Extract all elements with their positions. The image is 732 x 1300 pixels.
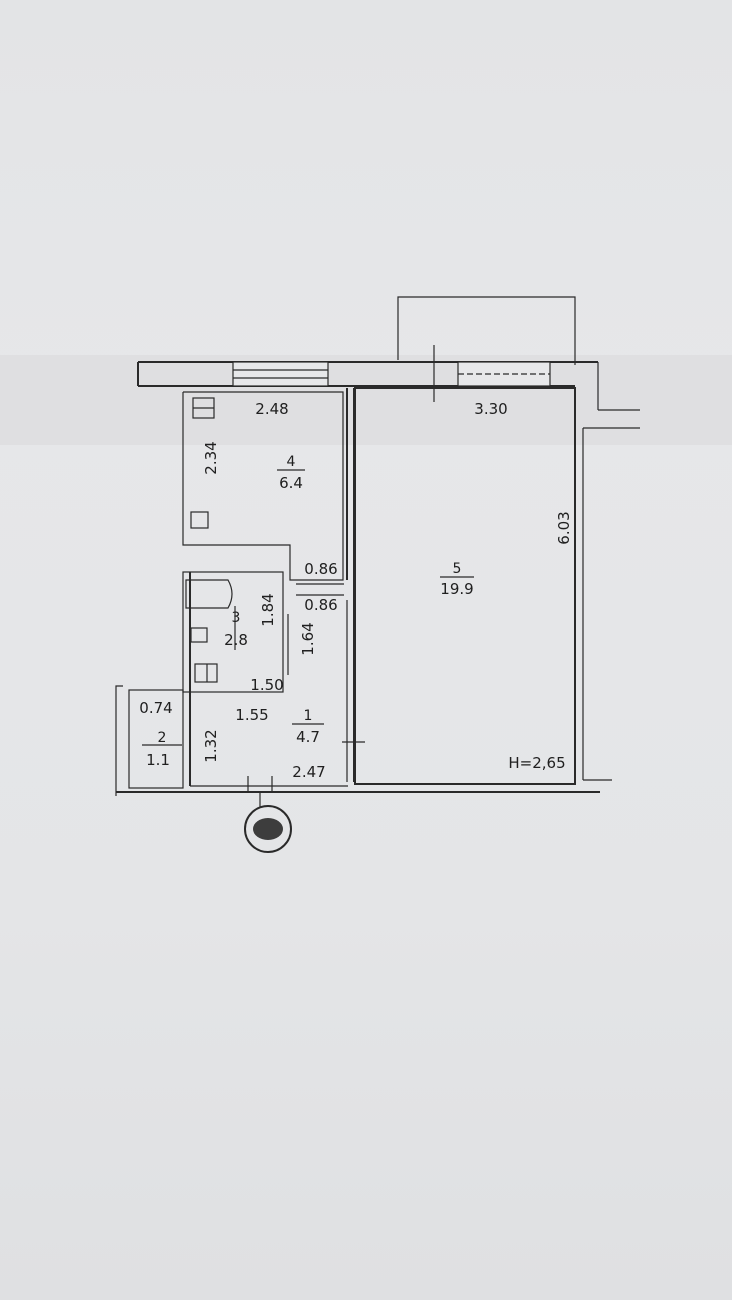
dim-corridor-depth: 1.64 (299, 622, 317, 655)
living-room (354, 387, 576, 785)
room-3-area: 2.8 (224, 631, 248, 649)
room-window (433, 345, 551, 402)
dim-bath-depth: 1.84 (259, 593, 277, 626)
dim-bath-width: 1.50 (250, 676, 283, 694)
bathroom-room (182, 571, 284, 693)
dim-hall-depth: 1.32 (202, 729, 220, 762)
dim-opening-bottom: 0.86 (304, 596, 337, 614)
ceiling-height-label: H=2,65 (508, 754, 565, 772)
room-1-area: 4.7 (296, 728, 320, 746)
paper-shadow (0, 355, 732, 445)
room-5-area: 19.9 (440, 580, 473, 598)
room-5-number: 5 (453, 561, 462, 577)
dimension-ticks (142, 583, 365, 746)
kitchen-window (232, 361, 329, 387)
dim-kitchen-depth: 2.34 (202, 441, 220, 474)
room-2-area: 1.1 (146, 751, 170, 769)
dim-closet-width: 0.74 (139, 699, 172, 717)
kitchen-room (182, 391, 344, 581)
entrance-marker (244, 792, 292, 853)
dim-kitchen-width: 2.48 (255, 400, 288, 418)
dim-hall-width: 1.55 (235, 706, 268, 724)
room-2-number: 2 (158, 730, 167, 746)
closet-room (115, 685, 184, 796)
dim-room-depth: 6.03 (555, 511, 573, 544)
room-3-number: 3 (232, 610, 241, 626)
room-4-area: 6.4 (279, 474, 303, 492)
dim-room-width: 3.30 (474, 400, 507, 418)
dim-hall-length: 2.47 (292, 763, 325, 781)
room-1-number: 1 (304, 708, 313, 724)
balcony (397, 296, 576, 365)
hallway-room (116, 572, 612, 793)
room-4-number: 4 (287, 454, 296, 470)
partition-wall (346, 388, 355, 782)
dim-opening-top: 0.86 (304, 560, 337, 578)
